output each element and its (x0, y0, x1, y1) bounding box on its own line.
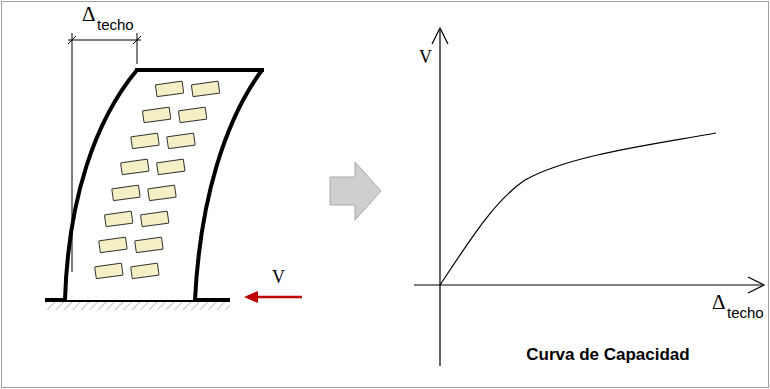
window (131, 133, 159, 149)
chart-caption: Curva de Capacidad (526, 346, 689, 363)
dimension-symbol: Δ (82, 4, 96, 25)
window (178, 107, 206, 123)
ground-hatch (45, 301, 230, 310)
axis-symbol: Δ (712, 292, 726, 313)
x-axis (414, 284, 762, 285)
y-axis-head (432, 28, 448, 44)
window (135, 237, 163, 253)
building-right-side (195, 70, 262, 300)
dimension-extension (72, 33, 73, 272)
window (142, 107, 170, 123)
shear-arrow (256, 296, 302, 299)
window (155, 81, 183, 97)
window (112, 185, 140, 201)
window (104, 211, 132, 227)
window (140, 211, 168, 227)
window (167, 133, 195, 149)
dimension-subscript: techo (97, 17, 134, 32)
y-axis (439, 30, 440, 366)
x-axis-head (748, 277, 764, 293)
capacity-curve (440, 133, 716, 285)
building-fill (65, 70, 262, 300)
window (131, 263, 159, 279)
dimension-tick (68, 36, 76, 44)
building-left-side (65, 70, 137, 300)
window (99, 237, 127, 253)
windows (95, 81, 220, 279)
building-roof (135, 68, 264, 72)
dimension-tick (133, 36, 141, 44)
window (121, 159, 149, 175)
block-arrow (330, 162, 381, 220)
window (95, 263, 123, 279)
window (148, 185, 176, 201)
dimension-extension (137, 33, 138, 64)
axis-label: V (419, 48, 432, 66)
axis-subscript: techo (727, 305, 764, 320)
window (157, 159, 185, 175)
window (191, 81, 219, 97)
force-label: V (272, 268, 285, 286)
dimension-line (68, 40, 141, 41)
shear-arrowhead (244, 291, 258, 303)
